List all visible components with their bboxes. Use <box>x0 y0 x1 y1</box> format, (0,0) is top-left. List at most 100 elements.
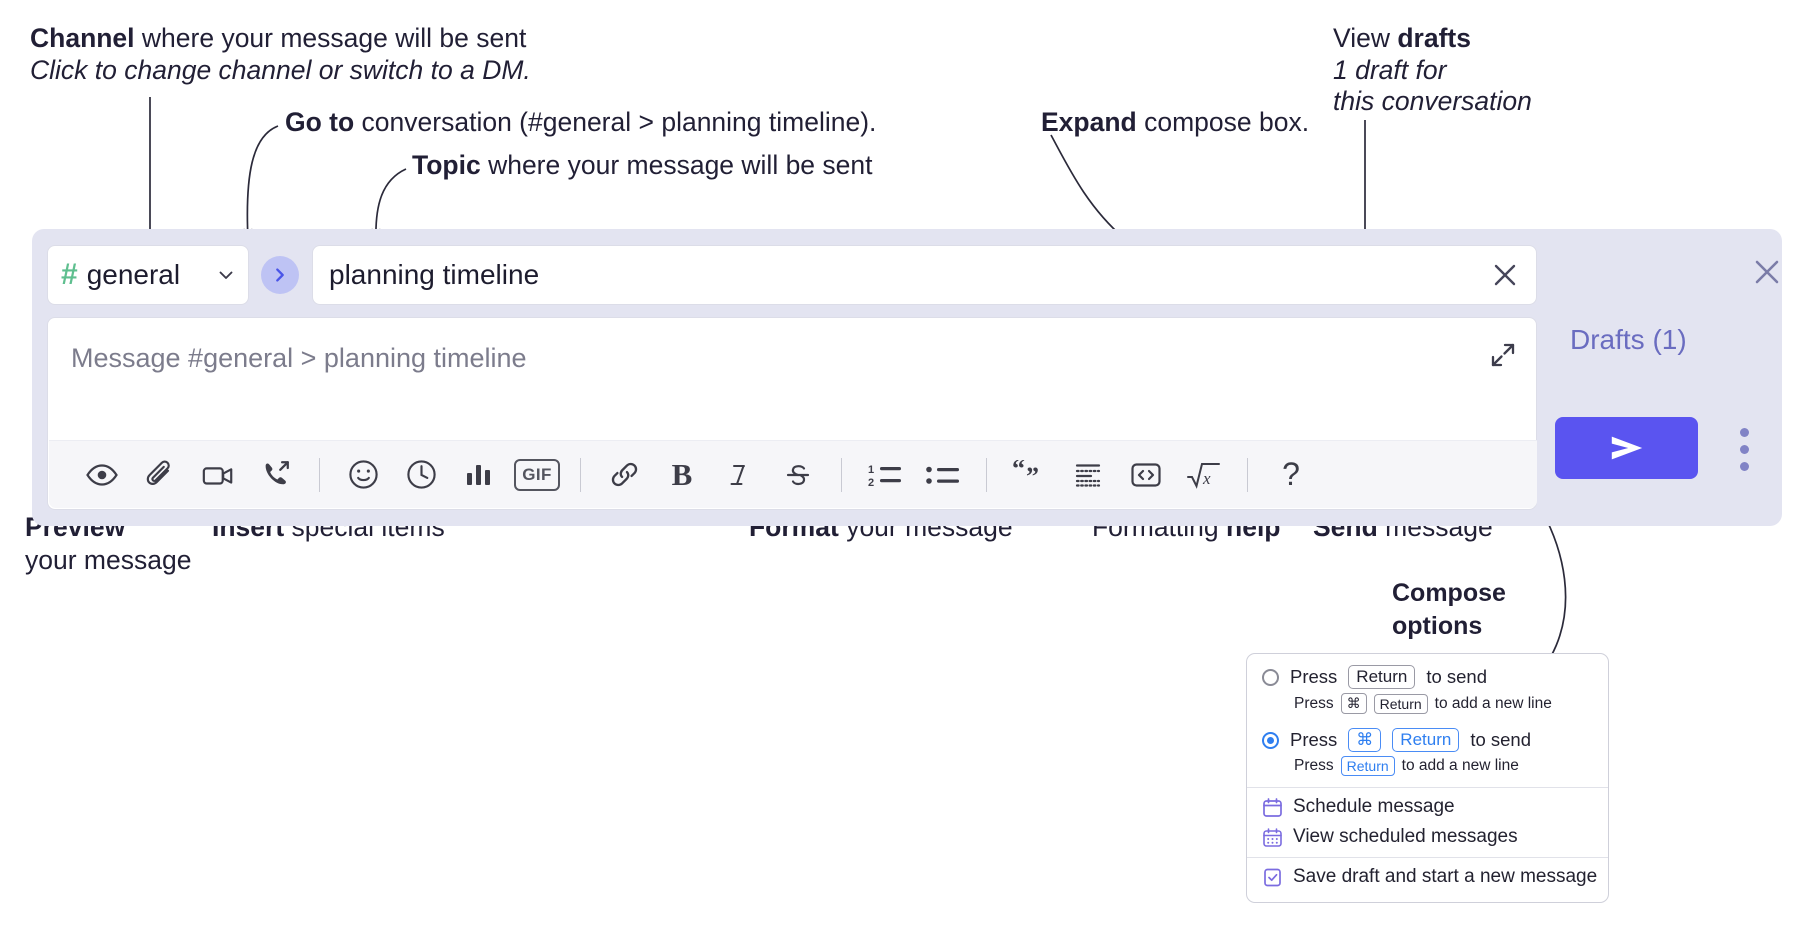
formatting-help-icon[interactable]: ? <box>1262 451 1320 499</box>
blockquote-icon[interactable]: “ ” <box>1001 451 1059 499</box>
annotation-channel-bold: Channel <box>30 23 135 53</box>
code-block-icon[interactable] <box>1059 451 1117 499</box>
toolbar-divider <box>319 457 320 492</box>
send-button[interactable] <box>1555 417 1698 479</box>
annotation-goto-rest: conversation (#general > planning timeli… <box>354 107 877 137</box>
topic-input[interactable]: planning timeline <box>312 245 1537 305</box>
send-option-cmd-return[interactable]: Press ⌘ Return to send <box>1247 714 1608 752</box>
menu-item-view-scheduled[interactable]: View scheduled messages <box>1247 818 1608 848</box>
gif-icon[interactable]: GIF <box>508 451 566 499</box>
send-option-return-sub: Press ⌘ Return to add a new line <box>1247 689 1608 714</box>
save-draft-icon <box>1262 867 1283 888</box>
svg-text:”: ” <box>1026 462 1039 490</box>
toolbar-divider-5 <box>1247 457 1248 492</box>
math-icon[interactable]: x <box>1175 451 1233 499</box>
radio-return[interactable] <box>1262 668 1279 686</box>
channel-name-label: general <box>86 259 181 290</box>
svg-text:“: “ <box>1012 460 1025 483</box>
menu-item-schedule-message[interactable]: Schedule message <box>1247 788 1608 818</box>
poll-icon[interactable] <box>450 451 508 499</box>
compose-panel: # general planning timeline M <box>32 229 1782 526</box>
preview-icon[interactable] <box>73 451 131 499</box>
help-glyph: ? <box>1282 456 1300 492</box>
annotation-channel: Channel where your message will be sent <box>30 22 526 56</box>
radio-cmd-return[interactable] <box>1262 731 1279 749</box>
drafts-link[interactable]: Drafts (1) <box>1570 324 1687 355</box>
annotation-compose-options-bold1: Compose <box>1392 579 1506 607</box>
option1-key-return: Return <box>1348 665 1416 689</box>
compose-options-menu: Press Return to send Press ⌘ Return to a… <box>1246 653 1609 903</box>
message-input-box[interactable]: Message #general > planning timeline <box>47 317 1537 510</box>
close-icon[interactable] <box>1750 255 1784 289</box>
annotation-channel-sub-text: Click to change channel or switch to a D… <box>30 55 531 85</box>
annotation-drafts-bold: drafts <box>1397 23 1471 53</box>
ordered-list-icon[interactable]: 1 2 <box>856 451 914 499</box>
option2-post: to send <box>1470 729 1532 750</box>
annotation-topic-bold: Topic <box>412 150 481 180</box>
annotation-expand-bold: Expand <box>1041 107 1137 137</box>
attachment-icon[interactable] <box>131 451 189 499</box>
menu-item-save-draft-label: Save draft and start a new message <box>1293 866 1598 887</box>
clock-icon[interactable] <box>392 451 450 499</box>
compose-inner: # general planning timeline M <box>47 245 1537 510</box>
annotation-drafts-sub1-text: 1 draft for <box>1333 55 1447 85</box>
option1-sub-post: to add a new line <box>1434 694 1552 712</box>
video-icon[interactable] <box>189 451 247 499</box>
link-icon[interactable] <box>595 451 653 499</box>
option1-post: to send <box>1426 666 1488 687</box>
svg-text:1: 1 <box>868 464 874 476</box>
go-to-conversation-button[interactable] <box>261 256 299 294</box>
menu-item-view-scheduled-label: View scheduled messages <box>1293 826 1518 847</box>
annotation-goto: Go to conversation (#general > planning … <box>285 106 876 140</box>
emoji-icon[interactable] <box>334 451 392 499</box>
hash-icon: # <box>61 258 78 291</box>
option2-key-return: Return <box>1392 728 1460 752</box>
annotation-drafts-sub1: 1 draft for <box>1333 54 1446 88</box>
option2-sub-pre: Press <box>1294 757 1334 774</box>
option2-sub-key-return: Return <box>1340 756 1395 776</box>
message-placeholder: Message #general > planning timeline <box>71 343 527 373</box>
send-option-return[interactable]: Press Return to send <box>1247 654 1608 689</box>
bold-icon[interactable]: B <box>653 451 711 499</box>
toolbar-divider-3 <box>841 457 842 492</box>
channel-selector[interactable]: # general <box>47 245 249 305</box>
menu-item-schedule-label: Schedule message <box>1293 796 1455 817</box>
annotation-topic: Topic where your message will be sent <box>412 149 873 183</box>
topic-value: planning timeline <box>329 259 540 290</box>
annotation-compose-options-2: options <box>1392 610 1482 642</box>
annotation-topic-rest: where your message will be sent <box>480 150 873 180</box>
kebab-dot-3 <box>1739 461 1749 471</box>
huddle-icon[interactable] <box>247 451 305 499</box>
strikethrough-icon[interactable] <box>769 451 827 499</box>
menu-item-save-draft[interactable]: Save draft and start a new message <box>1247 858 1608 888</box>
annotation-drafts-plain: View <box>1333 23 1398 53</box>
option2-key-cmd: ⌘ <box>1348 728 1382 752</box>
annotation-drafts-sub2: this conversation <box>1333 85 1532 119</box>
annotation-expand: Expand compose box. <box>1041 106 1309 140</box>
menu-separator-1 <box>1247 787 1608 788</box>
annotation-compose-options-1: Compose <box>1392 577 1506 609</box>
annotation-preview-sub: your message <box>25 544 191 578</box>
chevron-down-icon <box>217 266 235 284</box>
italic-icon[interactable] <box>711 451 769 499</box>
annotation-preview-sub-text: your message <box>25 545 192 575</box>
expand-icon[interactable] <box>1488 340 1518 370</box>
toolbar-divider-2 <box>580 457 581 492</box>
send-icon <box>1611 436 1642 460</box>
compose-options-button[interactable] <box>1729 419 1759 479</box>
svg-text:2: 2 <box>868 477 874 489</box>
code-inline-icon[interactable] <box>1117 451 1175 499</box>
send-option-cmd-return-sub: Press Return to add a new line <box>1247 752 1608 776</box>
bulleted-list-icon[interactable] <box>914 451 972 499</box>
option1-sub-key-cmd: ⌘ <box>1340 693 1367 714</box>
option1-sub-key-return: Return <box>1373 693 1428 714</box>
kebab-dot-2 <box>1739 444 1749 454</box>
bold-glyph: B <box>671 456 693 492</box>
compose-header-row: # general planning timeline <box>47 245 1537 305</box>
calendar-grid-icon <box>1262 827 1283 848</box>
option2-sub-post: to add a new line <box>1401 757 1519 774</box>
clear-topic-icon[interactable] <box>1490 260 1520 290</box>
annotation-channel-rest: where your message will be sent <box>134 23 527 53</box>
annotation-goto-bold: Go to <box>285 107 355 137</box>
